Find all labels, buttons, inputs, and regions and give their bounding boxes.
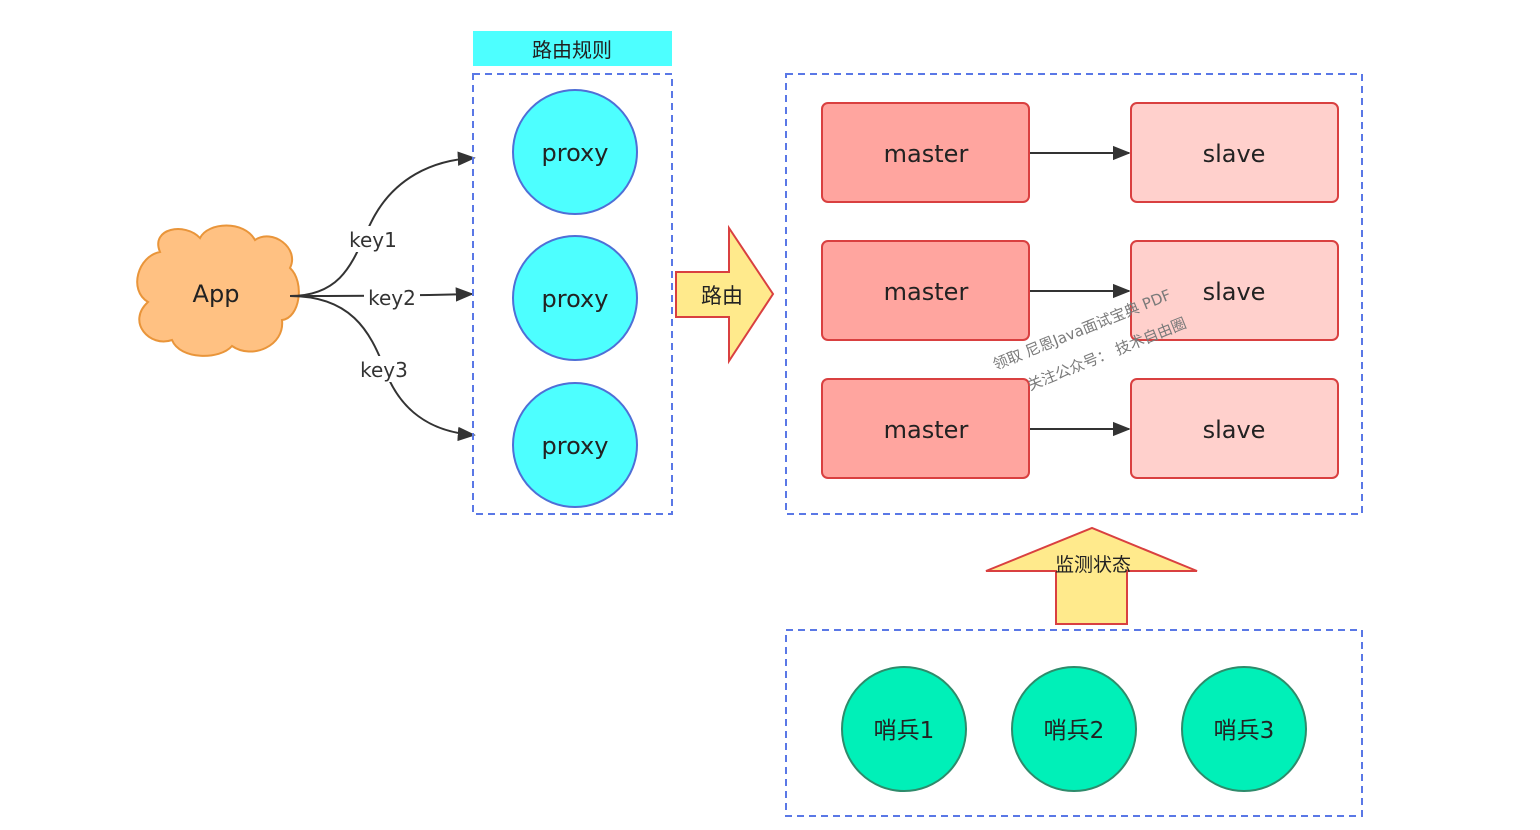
master-node	[821, 378, 1030, 479]
proxy-group-border	[472, 73, 673, 515]
route-arrow-label: 路由	[701, 284, 743, 308]
sentinel-circle	[1181, 666, 1307, 792]
master-node	[821, 240, 1030, 341]
monitor-arrow-label: 监测状态	[1055, 554, 1131, 576]
proxy-node: proxy	[512, 382, 638, 508]
sentinel-label: 哨兵1	[874, 718, 935, 744]
slave-node	[1130, 378, 1339, 479]
edge-key3-label-bg	[356, 356, 412, 382]
sentinel-group-border	[785, 629, 1363, 817]
proxy-circle	[512, 382, 638, 508]
slave-label: slave	[1203, 416, 1266, 444]
connections: key1 key2 key3	[289, 151, 476, 442]
replication-pair: master slave	[821, 102, 1339, 203]
edge-key2-label-bg	[364, 284, 420, 310]
proxy-label: proxy	[542, 432, 609, 460]
replication-pair: master slave	[821, 378, 1339, 479]
master-label: master	[884, 416, 969, 444]
redis-cluster: master slave master slave master slave	[785, 73, 1363, 515]
edge-key1-label-bg	[345, 226, 401, 252]
slave-node	[1130, 102, 1339, 203]
monitor-arrow-shape	[985, 526, 1198, 625]
proxy-node: proxy	[512, 235, 638, 361]
master-label: master	[884, 278, 969, 306]
proxy-group-title-bg	[473, 31, 672, 66]
master-label: master	[884, 140, 969, 168]
edge-key1	[289, 151, 476, 297]
sentinel-circle	[1011, 666, 1137, 792]
sentinel-node: 哨兵3	[1181, 666, 1307, 792]
sentinel-group: 哨兵1 哨兵2 哨兵3	[785, 629, 1363, 817]
proxy-circle	[512, 235, 638, 361]
monitor-arrow: 监测状态	[985, 526, 1198, 625]
route-arrow-shape	[675, 224, 775, 365]
sentinel-label: 哨兵2	[1044, 718, 1105, 744]
app-cloud-shape	[136, 224, 300, 357]
slave-label: slave	[1203, 140, 1266, 168]
slave-node	[1130, 240, 1339, 341]
proxy-label: proxy	[542, 139, 609, 167]
edge-key2-label: key2	[368, 286, 416, 310]
app-label: App	[193, 280, 240, 308]
sentinel-node: 哨兵2	[1011, 666, 1137, 792]
slave-label: slave	[1203, 278, 1266, 306]
proxy-label: proxy	[542, 285, 609, 313]
redis-cluster-border	[785, 73, 1363, 515]
master-node	[821, 102, 1030, 203]
proxy-node: proxy	[512, 89, 638, 215]
proxy-circle	[512, 89, 638, 215]
proxy-group: 路由规则 proxy proxy proxy	[472, 31, 673, 515]
proxy-group-title: 路由规则	[532, 38, 612, 62]
sentinel-circle	[841, 666, 967, 792]
sentinel-label: 哨兵3	[1214, 718, 1275, 744]
edge-key1-label: key1	[349, 228, 397, 252]
edge-key3-label: key3	[360, 358, 408, 382]
replication-pair: master slave	[821, 240, 1339, 341]
route-arrow: 路由	[675, 224, 775, 365]
app-cloud: App	[136, 224, 300, 357]
sentinel-node: 哨兵1	[841, 666, 967, 792]
